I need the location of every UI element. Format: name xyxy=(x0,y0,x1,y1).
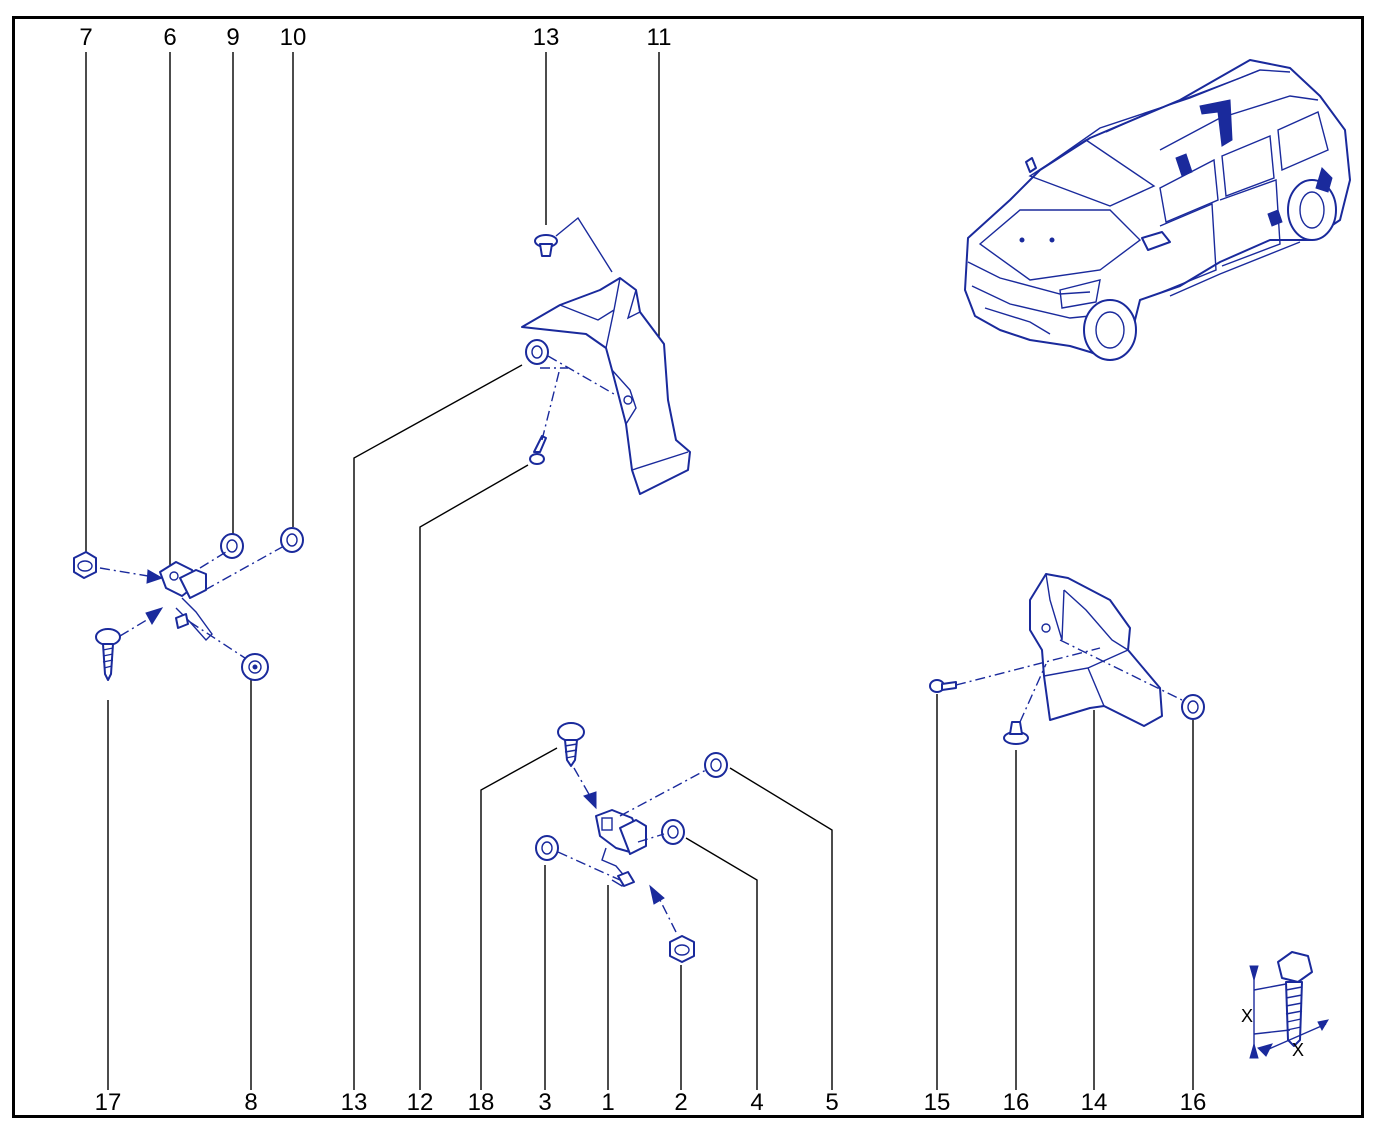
screw-18 xyxy=(557,722,585,767)
label-bottom-14: 14 xyxy=(1081,1089,1108,1116)
label-bottom-8: 8 xyxy=(244,1089,257,1116)
label-top-7: 7 xyxy=(79,24,92,51)
label-bottom-5: 5 xyxy=(825,1089,838,1116)
label-bottom-12: 12 xyxy=(407,1089,434,1116)
label-top-13: 13 xyxy=(533,24,560,51)
left-hinge-assembly xyxy=(73,527,304,681)
center-hinge-assembly xyxy=(535,722,728,963)
right-mud-flap-assembly xyxy=(929,573,1205,745)
clip-8 xyxy=(189,621,269,681)
label-bottom-18: 18 xyxy=(468,1089,495,1116)
washer-10 xyxy=(280,527,304,553)
washer-9 xyxy=(220,533,244,559)
upper-mud-flap-assembly xyxy=(521,216,691,495)
label-bottom-15: 15 xyxy=(924,1089,951,1116)
bolt-dimension-icon: X X xyxy=(1241,951,1330,1060)
label-bottom-17: 17 xyxy=(95,1089,122,1116)
dimension-label-vertical: X xyxy=(1241,1006,1253,1026)
label-top-10: 10 xyxy=(280,24,307,51)
clip-16-left xyxy=(1003,721,1029,745)
clip-13-top xyxy=(534,234,558,257)
label-bottom-1: 1 xyxy=(601,1089,614,1116)
nut-2 xyxy=(669,935,695,963)
nut-7 xyxy=(73,551,97,579)
clip-13-middle xyxy=(525,339,549,365)
screw-12 xyxy=(529,435,547,465)
car-illustration xyxy=(964,59,1351,361)
label-bottom-2: 2 xyxy=(674,1089,687,1116)
screw-17 xyxy=(95,628,121,681)
clip-16-right xyxy=(1181,694,1205,720)
screw-15 xyxy=(929,679,957,693)
label-top-11: 11 xyxy=(647,24,672,51)
dimension-label-horizontal: X xyxy=(1292,1040,1304,1060)
label-bottom-4: 4 xyxy=(750,1089,763,1116)
washer-4 xyxy=(661,819,685,845)
leader-lines xyxy=(85,52,1194,1090)
label-bottom-16b: 16 xyxy=(1180,1089,1207,1116)
label-top-9: 9 xyxy=(226,24,239,51)
nut-3 xyxy=(535,835,559,861)
label-bottom-3: 3 xyxy=(538,1089,551,1116)
label-bottom-16: 16 xyxy=(1003,1089,1030,1116)
washer-5 xyxy=(704,752,728,778)
label-top-6: 6 xyxy=(163,24,176,51)
label-bottom-13: 13 xyxy=(341,1089,368,1116)
